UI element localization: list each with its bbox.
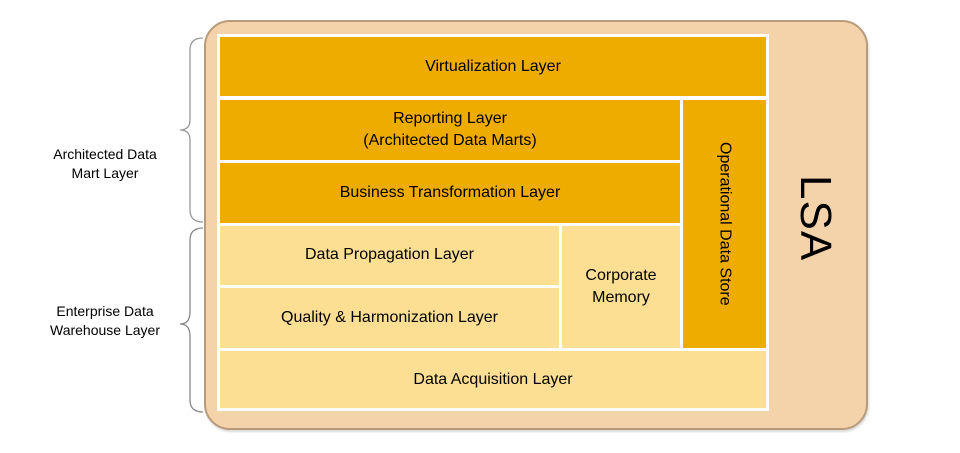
lsa-title: LSA [791,175,840,262]
corporate-memory: Corporate Memory [559,223,683,351]
reporting-layer: Reporting Layer (Architected Data Marts) [217,97,683,163]
architected-data-mart-label: Architected Data Mart Layer [53,146,157,181]
virtualization-layer: Virtualization Layer [217,34,769,99]
enterprise-brace-icon [179,227,204,413]
data-propagation-layer: Data Propagation Layer [217,223,562,289]
architected-brace-icon [179,37,204,223]
business-transformation-layer: Business Transformation Layer [217,160,683,226]
enterprise-data-warehouse-label: Enterprise Data Warehouse Layer [50,303,160,338]
quality-harmonization-layer: Quality & Harmonization Layer [217,285,562,351]
operational-data-store: Operational Data Store [680,97,769,351]
data-acquisition-layer: Data Acquisition Layer [217,348,769,411]
